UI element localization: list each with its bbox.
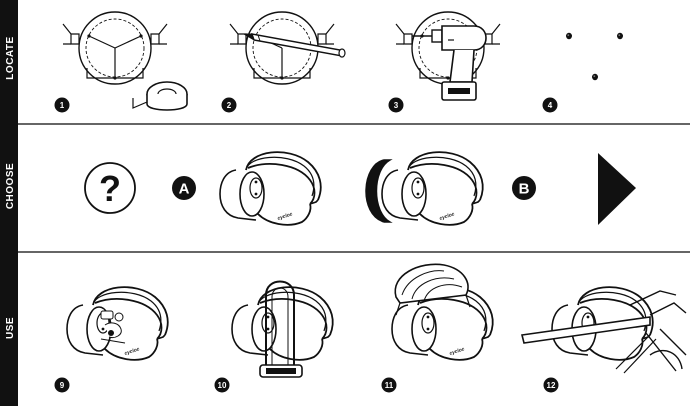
step-11-illustration: cycloc: [391, 263, 494, 361]
step-badge-4: 4: [542, 97, 558, 113]
option-b-mount-illustration: cycloc: [365, 151, 484, 226]
svg-text:4: 4: [548, 101, 553, 110]
svg-text:?: ?: [99, 168, 121, 209]
section-label-use: USE: [5, 317, 16, 339]
svg-text:cycloc: cycloc: [277, 211, 294, 222]
option-a-mount-illustration: cycloc: [219, 151, 322, 226]
step-4-illustration: [566, 32, 623, 81]
step-badge-2: 2: [221, 97, 237, 113]
drill-hole-icon: [592, 73, 598, 81]
svg-text:12: 12: [547, 381, 556, 390]
step-badge-11: 11: [381, 377, 397, 393]
step-2-illustration: [229, 11, 346, 85]
svg-text:2: 2: [227, 101, 232, 110]
drill-icon: [412, 25, 487, 101]
step-badge-12: 12: [543, 377, 559, 393]
svg-text:A: A: [179, 181, 190, 198]
svg-text:11: 11: [385, 381, 394, 390]
step-badge-9: 9: [54, 377, 70, 393]
step-1-illustration: [62, 11, 188, 111]
drill-hole-icon: [617, 32, 623, 40]
section-label-choose: CHOOSE: [5, 163, 16, 209]
step-9-illustration: cycloc: [66, 286, 169, 361]
svg-text:cycloc: cycloc: [449, 346, 466, 357]
helmet-icon: [394, 263, 471, 316]
section-label-locate: LOCATE: [5, 36, 16, 79]
option-b-badge: B: [512, 176, 536, 200]
sidebar-band: [0, 0, 18, 406]
pencil-icon: [242, 33, 346, 58]
step-3-illustration: [395, 11, 501, 101]
drill-hole-icon: [566, 32, 572, 40]
step-badge-1: 1: [54, 97, 70, 113]
svg-text:3: 3: [394, 101, 399, 110]
u-lock-icon: [259, 280, 303, 378]
svg-text:1: 1: [60, 101, 65, 110]
step-10-illustration: [231, 280, 334, 378]
step-12-illustration: [521, 286, 687, 374]
step-badge-10: 10: [214, 377, 230, 393]
tape-roll-icon: [132, 81, 188, 111]
accessories-icon: [100, 310, 126, 344]
svg-text:10: 10: [218, 381, 227, 390]
next-arrow-icon: [598, 153, 636, 225]
svg-text:B: B: [519, 181, 530, 198]
question-icon: ?: [84, 162, 136, 214]
svg-text:cycloc: cycloc: [439, 211, 456, 222]
svg-text:9: 9: [60, 381, 65, 390]
step-badge-3: 3: [388, 97, 404, 113]
option-a-badge: A: [172, 176, 196, 200]
svg-text:cycloc: cycloc: [124, 346, 141, 357]
bicycle-frame-icon: [521, 290, 687, 374]
